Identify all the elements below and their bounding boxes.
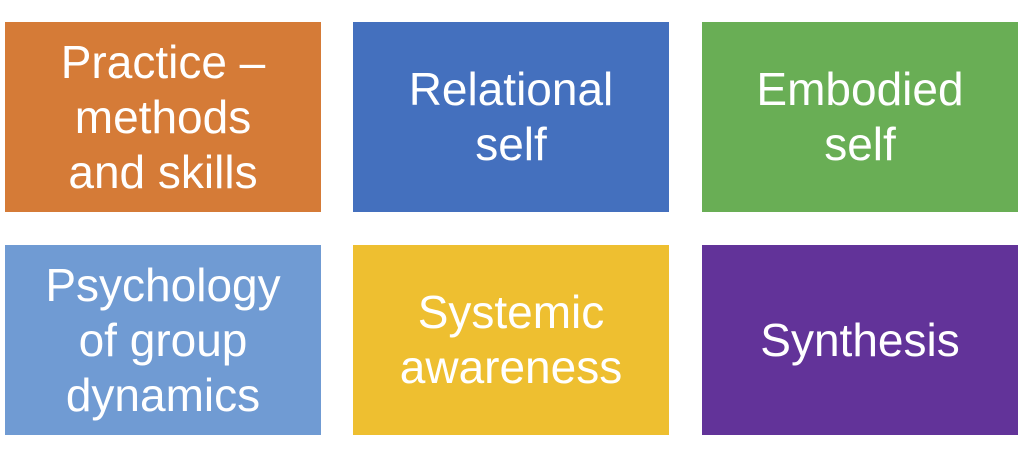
tile-practice-methods-skills: Practice – methods and skills	[5, 22, 321, 212]
tile-psychology-group-dynamics: Psychology of group dynamics	[5, 245, 321, 435]
tile-synthesis: Synthesis	[702, 245, 1018, 435]
tile-label: Psychology of group dynamics	[45, 258, 281, 421]
tile-label: Systemic awareness	[399, 286, 623, 393]
tile-label: Synthesis	[760, 313, 960, 366]
tile-label: Relational self	[408, 63, 614, 170]
tile-label: Embodied self	[756, 63, 964, 170]
tile-relational-self: Relational self	[353, 22, 669, 212]
tile-systemic-awareness: Systemic awareness	[353, 245, 669, 435]
tile-embodied-self: Embodied self	[702, 22, 1018, 212]
tile-label: Practice – methods and skills	[60, 35, 266, 198]
